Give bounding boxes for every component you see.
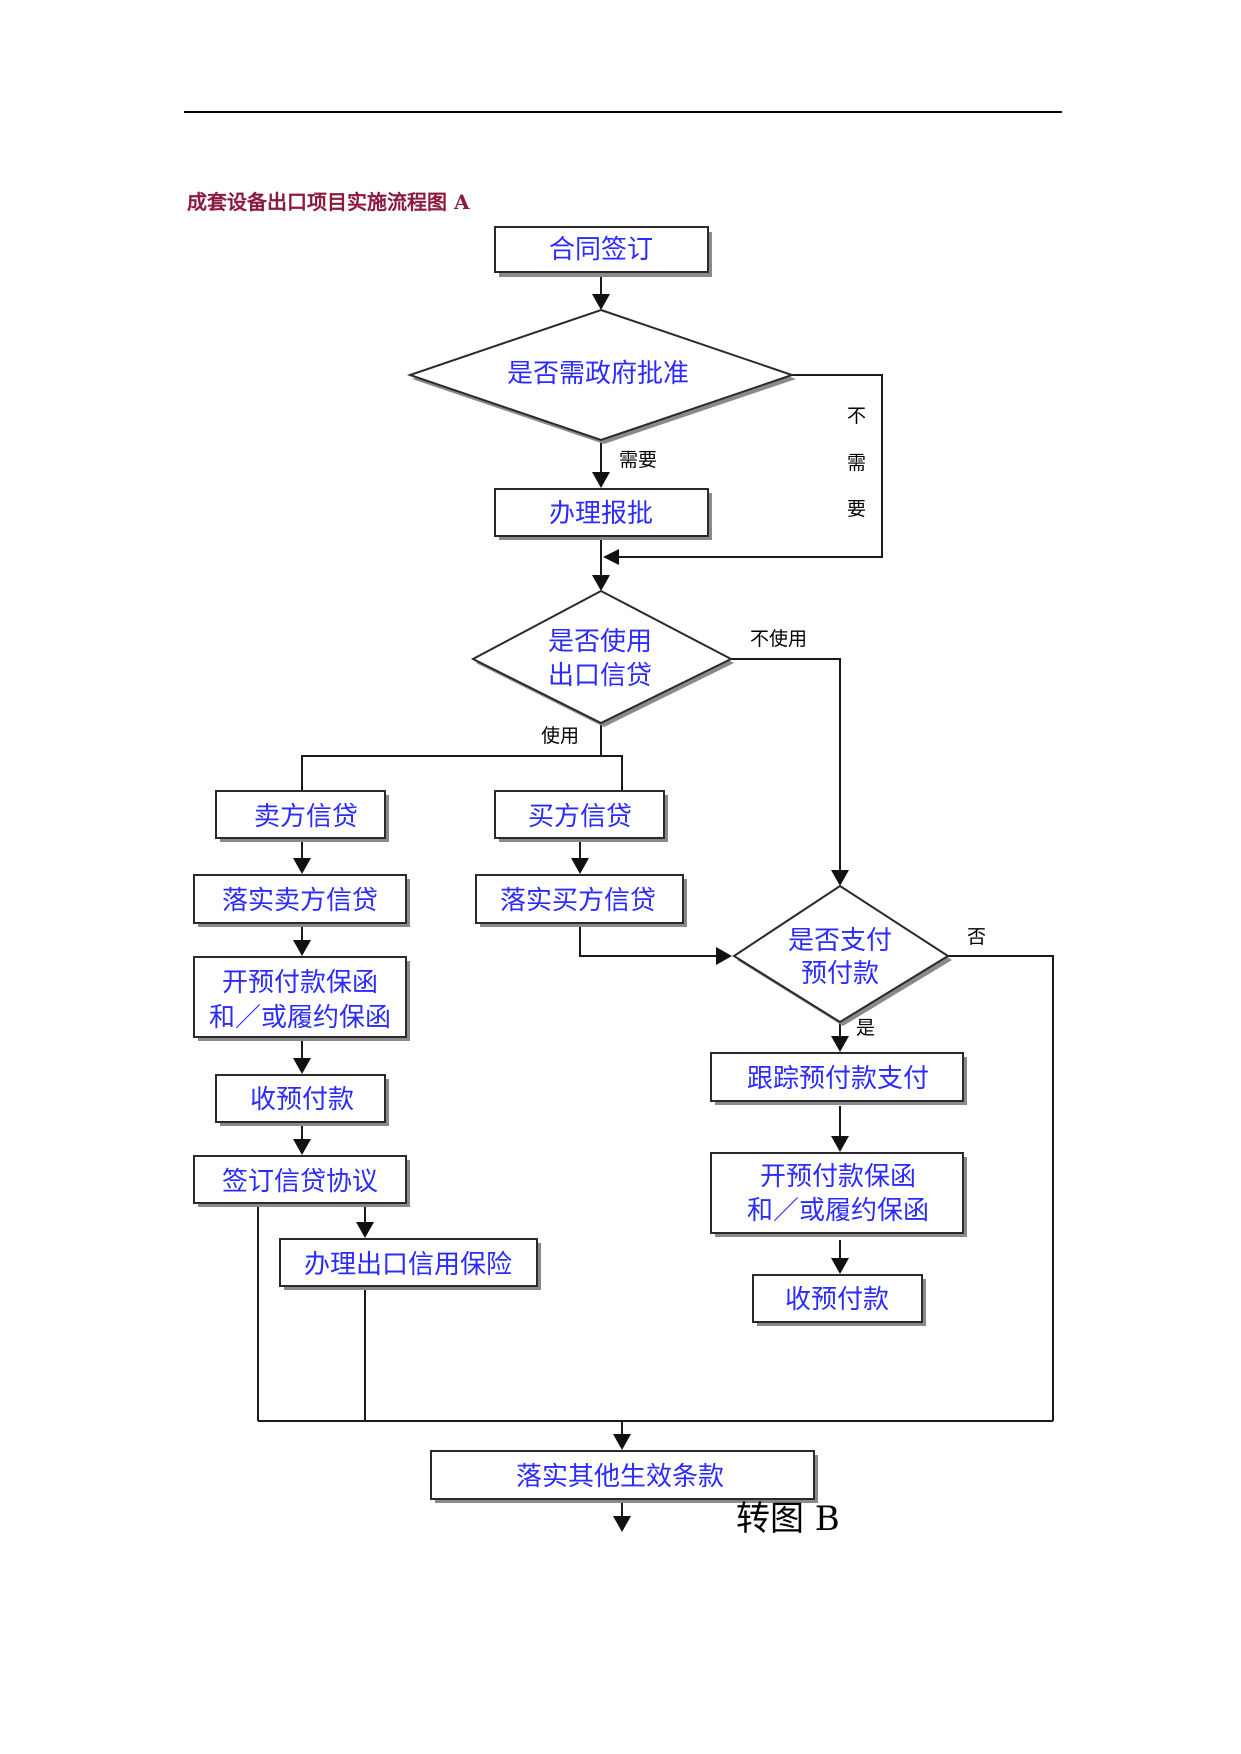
node-implement-buyer-credit: [475, 874, 684, 924]
arrow-head: [831, 1136, 849, 1152]
edge-approval-not-needed: [617, 374, 883, 558]
arrow-head: [571, 858, 589, 874]
node-issue-guarantee-left-line2: 和／或履约保函: [209, 1003, 391, 1033]
node-track-advance-label: 跟踪预付款支付: [747, 1064, 929, 1094]
node-export-credit-insurance: [279, 1238, 538, 1287]
arrow-head: [831, 870, 849, 886]
edges: [257, 272, 1054, 1532]
node-issue-guarantee-right-line2: 和／或履约保函: [747, 1196, 929, 1226]
arrow-head: [613, 1516, 631, 1532]
nodes: 合同签订 是否需政府批准 办理报批 是否使用 出口信贷 卖方信贷 买方信贷 落实…: [193, 226, 967, 1503]
node-other-terms-label: 落实其他生效条款: [516, 1462, 724, 1492]
node-sign-credit-agreement: [193, 1155, 407, 1204]
arrow-head: [603, 549, 619, 565]
edge-buyer-to-pay-decision: [579, 922, 718, 957]
arrow-head: [831, 1258, 849, 1274]
decision-pay-advance: [732, 884, 950, 1024]
arrow-head: [592, 294, 610, 310]
node-implement-seller-credit-label: 落实卖方信贷: [222, 886, 378, 916]
node-receive-advance-right: [752, 1274, 923, 1323]
node-seller-credit-label: 卖方信贷: [254, 802, 358, 832]
label-no: 否: [967, 926, 986, 948]
arrow-head: [293, 858, 311, 874]
header-rule: [184, 111, 1062, 113]
arrow-head: [613, 1434, 631, 1450]
node-issue-guarantee-right-line1: 开预付款保函: [760, 1162, 916, 1192]
edge-split-left: [301, 755, 601, 790]
diagram-title: 成套设备出口项目实施流程图 A: [187, 190, 470, 214]
node-other-terms: [430, 1450, 815, 1500]
arrow-head: [592, 575, 610, 591]
node-buyer-credit-label: 买方信贷: [528, 802, 632, 832]
label-not-needed-1: 不: [847, 405, 866, 427]
decision-gov-approval-label: 是否需政府批准: [507, 359, 689, 389]
decision-use-credit-label-1: 是否使用: [548, 627, 652, 657]
node-seller-credit: [215, 790, 386, 839]
decision-pay-advance-label-1: 是否支付: [788, 926, 892, 956]
arrow-head: [592, 472, 610, 488]
label-needed: 需要: [619, 449, 657, 471]
node-sign-contract: [494, 226, 709, 273]
node-implement-buyer-credit-label: 落实买方信贷: [500, 886, 656, 916]
node-track-advance: [710, 1052, 964, 1102]
node-receive-advance-left: [215, 1074, 386, 1123]
arrow-head: [716, 947, 732, 965]
decision-use-credit-label-2: 出口信贷: [548, 661, 652, 691]
label-use: 使用: [541, 725, 579, 747]
node-implement-seller-credit: [193, 874, 407, 924]
label-not-needed-2: 需: [847, 452, 866, 474]
continue-label: 转图 B: [736, 1499, 840, 1539]
node-issue-guarantee-left: [193, 956, 407, 1038]
decision-pay-advance-label-2: 预付款: [801, 959, 879, 989]
node-issue-guarantee-left-line1: 开预付款保函: [222, 968, 378, 998]
label-not-needed-3: 要: [847, 498, 866, 520]
arrow-head: [293, 1058, 311, 1074]
node-receive-advance-right-label: 收预付款: [785, 1285, 889, 1315]
edge-labels: 需要 不 需 要 不使用 使用 否 是: [541, 405, 986, 1039]
label-yes: 是: [856, 1017, 875, 1039]
node-receive-advance-left-label: 收预付款: [250, 1085, 354, 1115]
arrow-head: [356, 1222, 374, 1238]
arrow-head: [293, 940, 311, 956]
node-buyer-credit: [494, 790, 665, 839]
node-issue-guarantee-right: [710, 1152, 964, 1234]
decision-use-credit: [470, 589, 734, 725]
decision-gov-approval: [406, 308, 796, 442]
edge-split-right: [601, 755, 623, 790]
edge-pay-no: [948, 955, 1054, 1421]
label-not-use: 不使用: [750, 628, 807, 650]
arrow-head: [831, 1036, 849, 1052]
node-apply-approval-label: 办理报批: [549, 499, 653, 529]
node-sign-credit-agreement-label: 签订信贷协议: [222, 1167, 378, 1197]
arrow-head: [293, 1139, 311, 1155]
node-sign-contract-label: 合同签订: [549, 235, 653, 265]
node-export-credit-insurance-label: 办理出口信用保险: [304, 1250, 512, 1280]
edge-credit-not-use: [731, 658, 841, 872]
node-apply-approval: [494, 488, 709, 537]
